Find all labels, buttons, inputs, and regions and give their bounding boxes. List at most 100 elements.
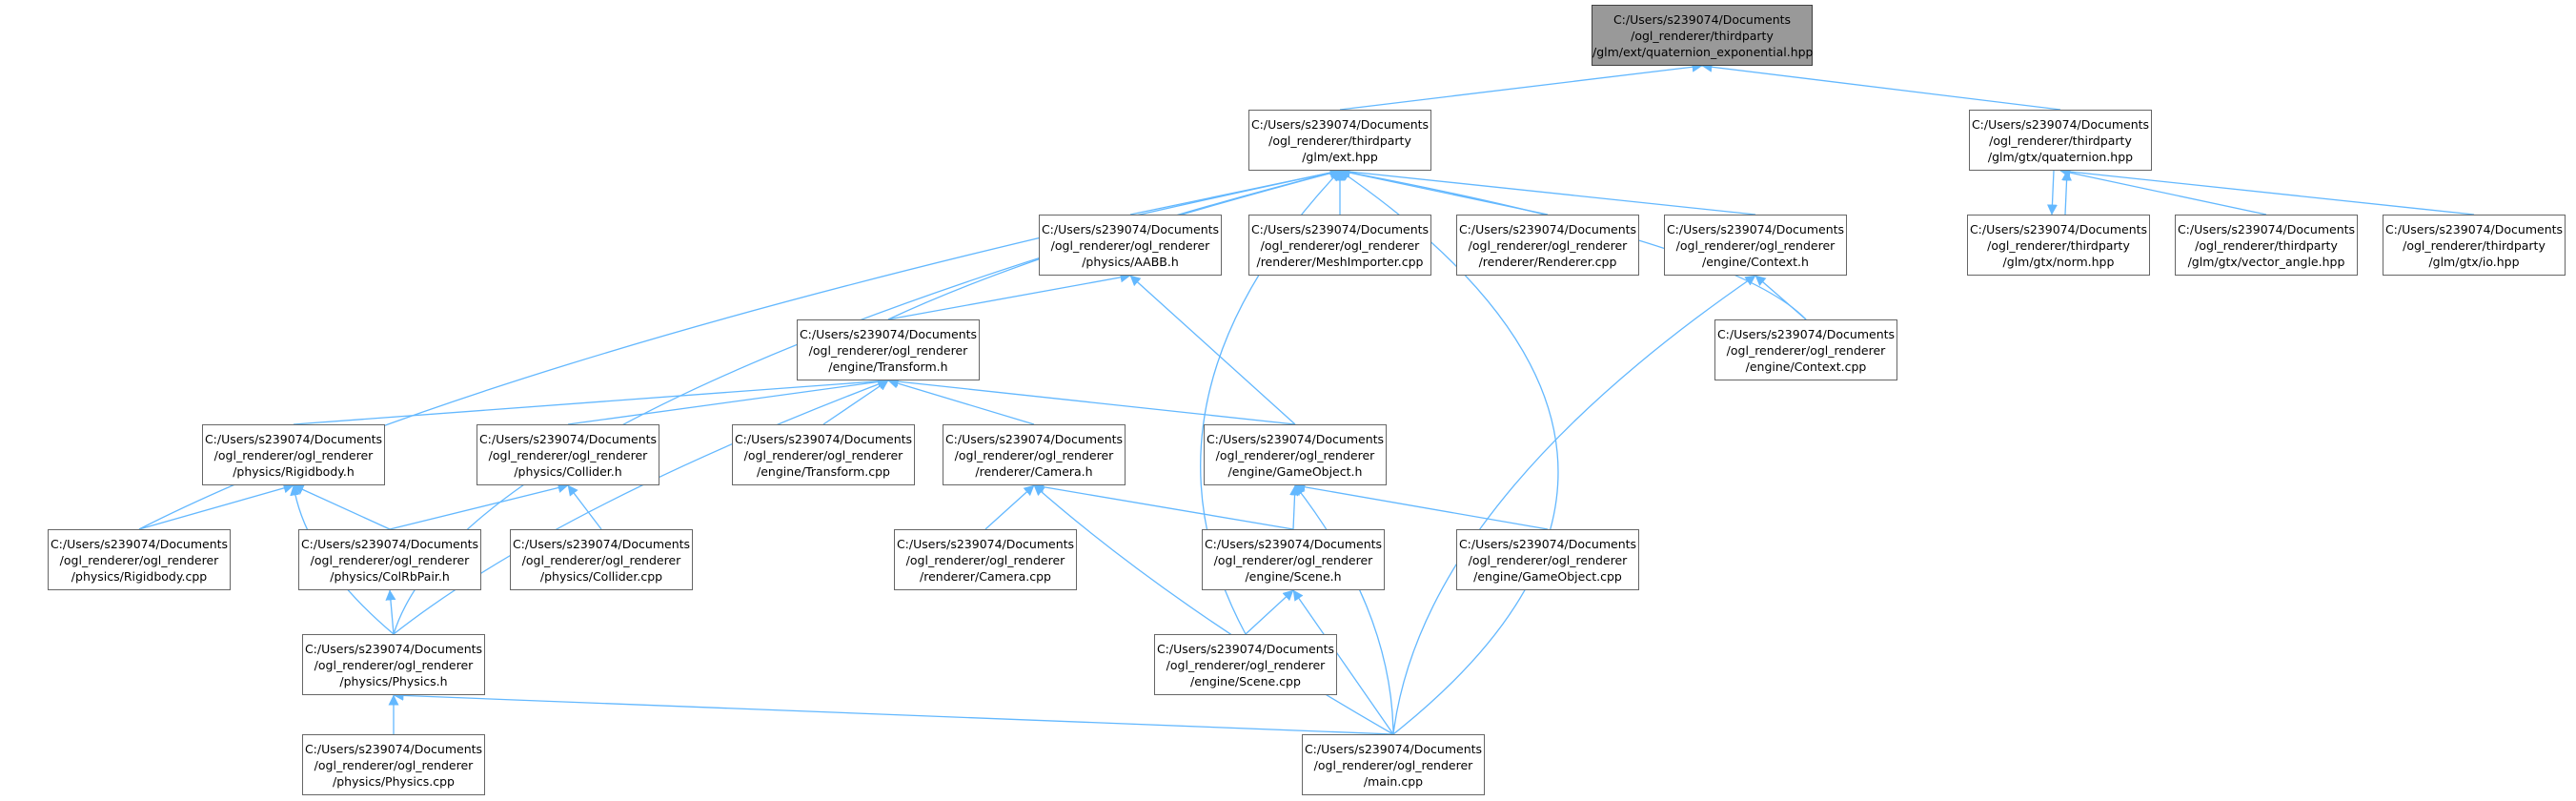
edge-norm-to-gtxquat: [2061, 170, 2073, 216]
edge-sceneh-to-gameobjecth: [1289, 484, 1301, 530]
node-line: /renderer/Renderer.cpp: [1478, 254, 1617, 269]
node-line: C:/Users/s239074/Documents: [1304, 741, 1483, 756]
node-physics-collider-cpp[interactable]: C:/Users/s239074/Documents /ogl_renderer…: [510, 529, 693, 590]
node-line: /glm/ext.hpp: [1302, 149, 1378, 164]
node-gtx-norm-hpp[interactable]: C:/Users/s239074/Documents /ogl_renderer…: [1967, 215, 2150, 276]
node-engine-transform-h[interactable]: C:/Users/s239074/Documents /ogl_renderer…: [797, 319, 980, 380]
node-line: /ogl_renderer/thirdparty: [1987, 237, 2130, 253]
node-line: C:/Users/s239074/Documents: [1206, 431, 1385, 446]
node-line: /physics/Collider.cpp: [539, 568, 663, 584]
node-line: C:/Users/s239074/Documents: [2177, 221, 2356, 236]
node-line: /ogl_renderer/ogl_renderer: [1313, 757, 1473, 772]
node-main-cpp[interactable]: C:/Users/s239074/Documents /ogl_renderer…: [1302, 734, 1485, 795]
node-line: C:/Users/s239074/Documents: [799, 326, 978, 341]
node-physics-physics-h[interactable]: C:/Users/s239074/Documents /ogl_renderer…: [302, 634, 485, 695]
edge-contexth-to-ext: [1339, 166, 1756, 216]
node-line: /ogl_renderer/ogl_renderer: [1675, 237, 1836, 253]
node-physics-physics-cpp[interactable]: C:/Users/s239074/Documents /ogl_renderer…: [302, 734, 485, 795]
edge-maincpp-to-ext: [1339, 170, 1559, 735]
node-line: /physics/Rigidbody.h: [233, 463, 355, 479]
node-physics-colrbpair-h[interactable]: C:/Users/s239074/Documents /ogl_renderer…: [298, 529, 481, 590]
edge-collidercpp-to-colliderh: [567, 484, 602, 530]
node-engine-context-cpp[interactable]: C:/Users/s239074/Documents /ogl_renderer…: [1714, 319, 1897, 380]
node-line: C:/Users/s239074/Documents: [1458, 536, 1637, 551]
node-line: /ogl_renderer/ogl_renderer: [1468, 237, 1628, 253]
node-line: /engine/GameObject.cpp: [1473, 568, 1622, 584]
node-line: /ogl_renderer/ogl_renderer: [808, 342, 968, 358]
node-line: /ogl_renderer/ogl_renderer: [1166, 657, 1326, 672]
node-line: /glm/gtx/vector_angle.hpp: [2187, 254, 2345, 269]
node-engine-gameobject-cpp[interactable]: C:/Users/s239074/Documents /ogl_renderer…: [1456, 529, 1639, 590]
node-renderer-camera-h[interactable]: C:/Users/s239074/Documents /ogl_renderer…: [943, 424, 1126, 485]
node-line: /glm/gtx/norm.hpp: [2002, 254, 2115, 269]
node-line: C:/Users/s239074/Documents: [1250, 116, 1430, 132]
edge-camerah-to-transformh: [887, 378, 1035, 425]
edge-colliderh-to-transformh: [567, 376, 889, 425]
node-line: /ogl_renderer/ogl_renderer: [1215, 447, 1375, 462]
node-line: /ogl_renderer/ogl_renderer: [1050, 237, 1210, 253]
node-line: /ogl_renderer/ogl_renderer: [954, 447, 1114, 462]
node-line: /engine/Transform.cpp: [757, 463, 890, 479]
node-engine-scene-cpp[interactable]: C:/Users/s239074/Documents /ogl_renderer…: [1154, 634, 1337, 695]
node-line: /ogl_renderer/ogl_renderer: [521, 552, 681, 567]
node-gtx-quaternion-hpp[interactable]: C:/Users/s239074/Documents /ogl_renderer…: [1969, 110, 2152, 171]
node-physics-aabb-h[interactable]: C:/Users/s239074/Documents /ogl_renderer…: [1039, 215, 1222, 276]
node-line: C:/Users/s239074/Documents: [1666, 221, 1845, 236]
edge-gtxquat-to-norm: [2046, 170, 2058, 216]
node-line: /main.cpp: [1363, 773, 1424, 789]
node-gtx-vector-angle-hpp[interactable]: C:/Users/s239074/Documents /ogl_renderer…: [2175, 215, 2358, 276]
node-renderer-renderer-cpp[interactable]: C:/Users/s239074/Documents /ogl_renderer…: [1456, 215, 1639, 276]
edge-contextcpp-to-ext: [1339, 167, 1807, 320]
node-physics-rigidbody-h[interactable]: C:/Users/s239074/Documents /ogl_renderer…: [202, 424, 385, 485]
node-line: /physics/Collider.h: [514, 463, 622, 479]
node-line: /physics/AABB.h: [1082, 254, 1179, 269]
edge-maincpp-to-sceneh: [1292, 589, 1394, 735]
node-engine-transform-cpp[interactable]: C:/Users/s239074/Documents /ogl_renderer…: [732, 424, 915, 485]
node-renderer-meshimporter-cpp[interactable]: C:/Users/s239074/Documents /ogl_renderer…: [1248, 215, 1431, 276]
edge-rigidbodycpp-to-rigidbodyh: [138, 483, 294, 530]
node-engine-context-h[interactable]: C:/Users/s239074/Documents /ogl_renderer…: [1664, 215, 1847, 276]
node-line: /ogl_renderer/thirdparty: [1631, 28, 1774, 43]
node-line: /ogl_renderer/ogl_renderer: [488, 447, 648, 462]
node-line: /ogl_renderer/ogl_renderer: [1468, 552, 1628, 567]
edge-cameracpp-to-camerah: [984, 484, 1035, 530]
node-line: /glm/gtx/io.hpp: [2428, 254, 2520, 269]
node-line: C:/Users/s239074/Documents: [304, 641, 483, 656]
edge-colrbpair-to-colliderh: [389, 483, 569, 530]
node-line: C:/Users/s239074/Documents: [2384, 221, 2564, 236]
node-line: C:/Users/s239074/Documents: [50, 536, 229, 551]
edge-vecangle-to-gtxquat: [2059, 167, 2267, 216]
node-line: C:/Users/s239074/Documents: [1041, 221, 1220, 236]
node-gtx-io-hpp[interactable]: C:/Users/s239074/Documents /ogl_renderer…: [2383, 215, 2566, 276]
node-line: /engine/GameObject.h: [1227, 463, 1363, 479]
node-line: /ogl_renderer/ogl_renderer: [314, 657, 474, 672]
node-line: C:/Users/s239074/Documents: [1458, 221, 1637, 236]
node-line: /glm/ext/quaternion_exponential.hpp: [1592, 44, 1814, 59]
node-line: /physics/Physics.h: [339, 673, 448, 688]
node-line: /renderer/Camera.h: [975, 463, 1093, 479]
edge-maincpp-to-camerah: [1033, 484, 1394, 735]
node-line: /ogl_renderer/ogl_renderer: [59, 552, 219, 567]
node-glm-ext-hpp[interactable]: C:/Users/s239074/Documents /ogl_renderer…: [1248, 110, 1431, 171]
node-line: /ogl_renderer/ogl_renderer: [905, 552, 1065, 567]
node-line: /engine/Context.cpp: [1745, 359, 1867, 374]
edge-maincpp-to-physicsh: [393, 689, 1394, 735]
node-line: C:/Users/s239074/Documents: [512, 536, 691, 551]
edge-gameobjectcpp-to-gameobjecth: [1294, 482, 1549, 530]
node-line: /ogl_renderer/ogl_renderer: [314, 757, 474, 772]
node-line: /physics/ColRbPair.h: [330, 568, 450, 584]
node-engine-scene-h[interactable]: C:/Users/s239074/Documents /ogl_renderer…: [1202, 529, 1385, 590]
node-engine-gameobject-h[interactable]: C:/Users/s239074/Documents /ogl_renderer…: [1204, 424, 1387, 485]
edge-maincpp-to-contexth: [1392, 275, 1756, 735]
edge-physicsh-to-colrbpair: [385, 589, 396, 635]
node-line: C:/Users/s239074/Documents: [734, 431, 913, 446]
node-physics-rigidbody-cpp[interactable]: C:/Users/s239074/Documents /ogl_renderer…: [48, 529, 231, 590]
node-line: /glm/gtx/quaternion.hpp: [1987, 149, 2134, 164]
edge-gameobjecth-to-transformh: [887, 376, 1296, 425]
node-renderer-camera-cpp[interactable]: C:/Users/s239074/Documents /ogl_renderer…: [894, 529, 1077, 590]
node-line: C:/Users/s239074/Documents: [1971, 116, 2150, 132]
node-line: /ogl_renderer/ogl_renderer: [1260, 237, 1420, 253]
node-physics-collider-h[interactable]: C:/Users/s239074/Documents /ogl_renderer…: [477, 424, 659, 485]
node-line: C:/Users/s239074/Documents: [1250, 221, 1430, 236]
node-line: /ogl_renderer/ogl_renderer: [213, 447, 374, 462]
